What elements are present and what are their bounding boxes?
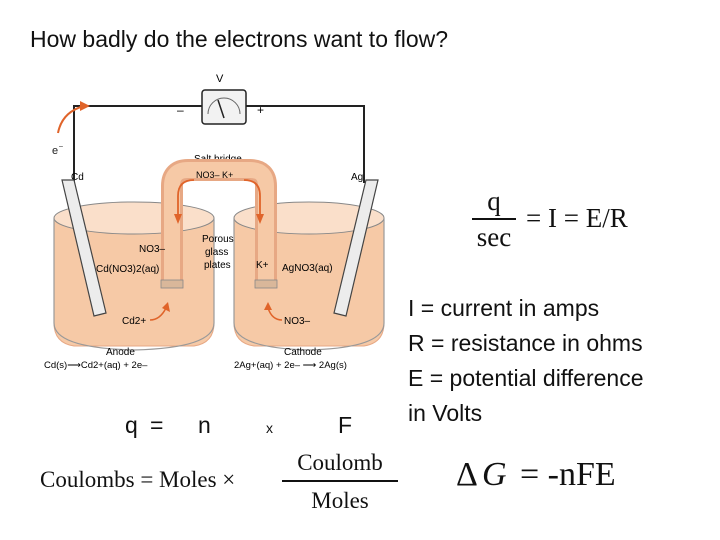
salt-bridge-ions: NO3– K+ bbox=[196, 170, 233, 180]
voltmeter-minus: – bbox=[177, 103, 184, 117]
potassium-bridge-arrow bbox=[243, 179, 261, 218]
current-fraction-numerator: q bbox=[487, 186, 501, 216]
voltmeter-needle bbox=[217, 99, 225, 119]
porous-label-2: glass bbox=[205, 247, 228, 258]
left-solution-label: Cd(NO3)2(aq) bbox=[96, 264, 159, 275]
right-porous-plate bbox=[254, 279, 278, 289]
voltmeter-label: V bbox=[216, 73, 224, 85]
electron-arrowhead bbox=[80, 101, 90, 111]
definition-resistance: R = resistance in ohms bbox=[408, 330, 643, 356]
right-solution-label: AgNO3(aq) bbox=[282, 263, 333, 274]
coulomb-fraction-numerator: Coulomb bbox=[297, 450, 383, 475]
nitrate-bridge-arrow bbox=[177, 179, 195, 218]
voltmeter-plus: + bbox=[257, 103, 264, 117]
times-symbol: x bbox=[266, 420, 273, 436]
ag-electrode-label: Ag bbox=[351, 172, 363, 183]
voltmeter bbox=[201, 89, 247, 125]
right-potassium-label: K+ bbox=[256, 260, 269, 271]
current-equation-rhs: = I = E/R bbox=[526, 203, 628, 233]
voltmeter-scale bbox=[207, 97, 241, 115]
cd-ion-label: Cd2+ bbox=[122, 316, 146, 327]
right-wire bbox=[246, 105, 365, 183]
cathode-reaction: 2Ag+(aq) + 2e– ⟶ 2Ag(s) bbox=[234, 360, 347, 371]
electron-label: e bbox=[52, 145, 58, 157]
definition-potential: E = potential difference bbox=[408, 365, 644, 391]
left-beaker-glass bbox=[53, 218, 215, 351]
definition-potential-units: in Volts bbox=[408, 400, 483, 426]
cathode-label: Cathode bbox=[284, 347, 322, 358]
right-beaker-glass bbox=[233, 218, 385, 351]
left-porous-plate bbox=[160, 279, 184, 289]
g-symbol: G bbox=[482, 456, 507, 493]
coulomb-fraction-denominator: Moles bbox=[311, 488, 369, 513]
current-fraction-bar bbox=[472, 218, 516, 220]
delta-symbol: Δ bbox=[456, 456, 478, 493]
cd-electrode-label: Cd bbox=[71, 172, 84, 183]
right-nitrate-label: NO3– bbox=[284, 316, 311, 327]
ag-electrode bbox=[333, 179, 379, 317]
coulomb-fraction-bar bbox=[282, 480, 398, 482]
porous-label-1: Porous bbox=[202, 234, 234, 245]
anode-label: Anode bbox=[106, 347, 135, 358]
n-symbol: n bbox=[198, 412, 211, 438]
coulomb-equation-lhs: Coulombs = Moles × bbox=[40, 467, 236, 492]
definition-current: I = current in amps bbox=[408, 295, 600, 321]
left-nitrate-label: NO3– bbox=[139, 244, 166, 255]
q-symbol: q bbox=[125, 412, 138, 438]
q-equals: = bbox=[150, 412, 164, 438]
left-wire bbox=[73, 105, 202, 183]
free-energy-rhs: = -nFE bbox=[520, 456, 616, 493]
current-fraction-denominator: sec bbox=[476, 222, 512, 252]
electron-superscript: – bbox=[59, 143, 63, 150]
page-title: How badly do the electrons want to flow? bbox=[30, 26, 449, 52]
porous-label-3: plates bbox=[204, 260, 231, 271]
anode-reaction: Cd(s)⟶Cd2+(aq) + 2e– bbox=[44, 360, 148, 371]
salt-bridge-fill bbox=[164, 162, 274, 288]
cd-electrode bbox=[61, 179, 107, 317]
electrochemical-cell-diagram: e – V – + Salt bridge Cd Ag NO3– K+ Poro… bbox=[44, 73, 385, 371]
f-symbol: F bbox=[338, 412, 353, 438]
